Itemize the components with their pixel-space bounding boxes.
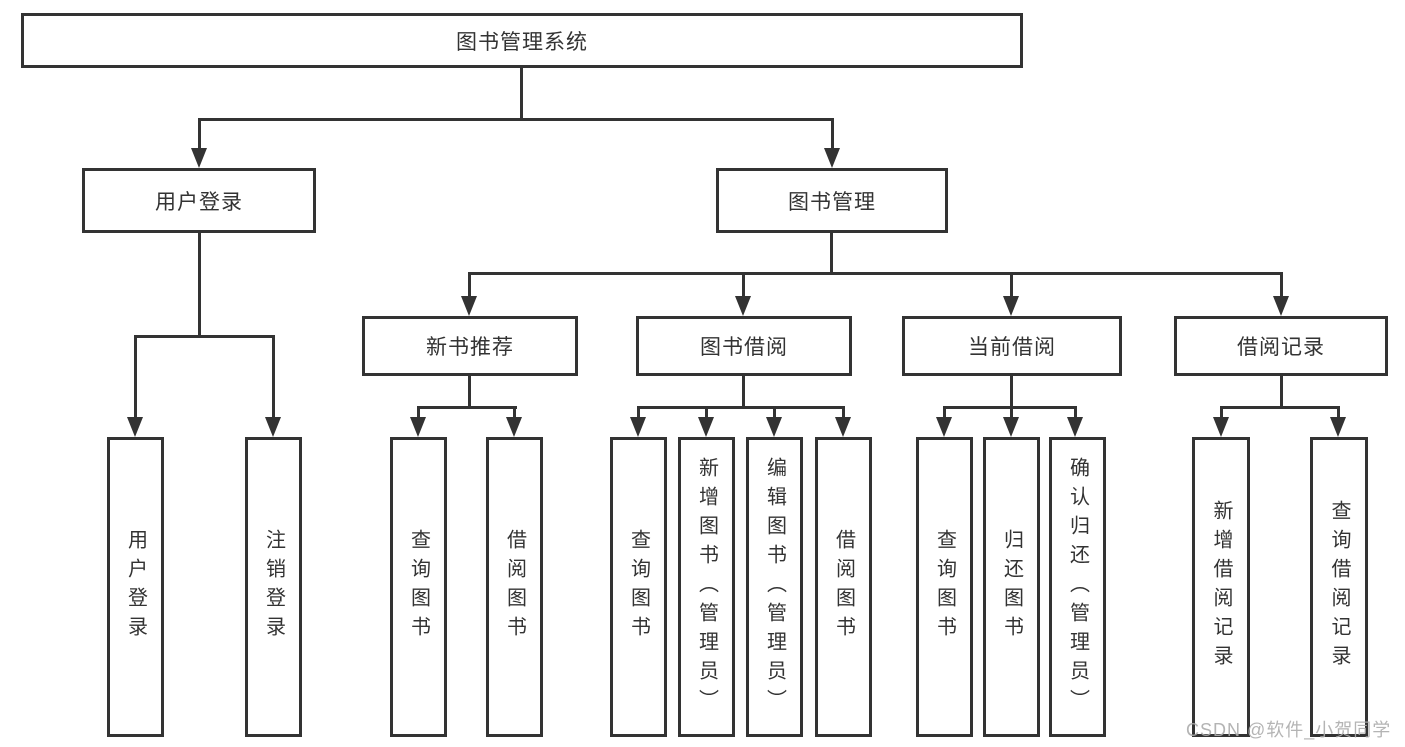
leaf-query-borrow-record: 查询借阅记录	[1310, 437, 1368, 737]
arrowhead-icon	[824, 148, 840, 168]
leaf-label: 新增图书（管理员）	[695, 456, 718, 718]
leaf-borrow-books-recommend: 借阅图书	[486, 437, 543, 737]
connector-line	[468, 272, 1283, 275]
leaf-user-login: 用户登录	[107, 437, 164, 737]
connector-line	[1074, 406, 1077, 420]
node-borrowing-records: 借阅记录	[1174, 316, 1388, 376]
connector-line	[637, 406, 845, 409]
leaf-label: 借阅图书	[503, 529, 526, 645]
node-book-management: 图书管理	[716, 168, 948, 233]
connector-line	[198, 233, 201, 335]
leaf-query-books-recommend: 查询图书	[390, 437, 447, 737]
node-label: 用户登录	[155, 190, 243, 214]
connector-line	[742, 272, 745, 298]
connector-line	[1280, 272, 1283, 298]
leaf-label: 归还图书	[1000, 529, 1023, 645]
node-current-borrowing: 当前借阅	[902, 316, 1122, 376]
connector-line	[198, 118, 834, 121]
leaf-label: 用户登录	[124, 529, 147, 645]
connector-line	[468, 376, 471, 406]
csdn-watermark: CSDN @软件_小贺同学	[1186, 720, 1392, 740]
leaf-label: 查询借阅记录	[1328, 500, 1350, 674]
connector-line	[272, 335, 275, 419]
connector-line	[831, 118, 834, 152]
connector-line	[513, 406, 516, 420]
leaf-edit-book-admin: 编辑图书（管理员）	[746, 437, 803, 737]
connector-line	[520, 68, 523, 118]
connector-line	[417, 406, 420, 420]
connector-line	[830, 233, 833, 272]
node-label: 新书推荐	[426, 336, 514, 359]
connector-line	[705, 406, 708, 420]
connector-line	[1010, 376, 1013, 406]
connector-line	[1337, 406, 1340, 420]
arrowhead-icon	[735, 296, 751, 316]
connector-line	[134, 335, 137, 419]
connector-line	[417, 406, 517, 409]
connector-line	[468, 272, 471, 298]
connector-line	[1220, 406, 1340, 409]
arrowhead-icon	[506, 417, 522, 437]
leaf-label: 注销登录	[262, 529, 285, 645]
connector-line	[742, 376, 745, 406]
node-label: 图书管理	[788, 190, 876, 214]
connector-line	[842, 406, 845, 420]
arrowhead-icon	[461, 296, 477, 316]
arrowhead-icon	[698, 417, 714, 437]
arrowhead-icon	[835, 417, 851, 437]
node-label: 当前借阅	[968, 336, 1056, 359]
connector-line	[198, 118, 201, 152]
arrowhead-icon	[630, 417, 646, 437]
connector-line	[1280, 376, 1283, 406]
connector-line	[1220, 406, 1223, 420]
arrowhead-icon	[766, 417, 782, 437]
node-user-login-branch: 用户登录	[82, 168, 316, 233]
node-label: 图书管理系统	[456, 30, 588, 54]
connector-line	[773, 406, 776, 420]
arrowhead-icon	[410, 417, 426, 437]
leaf-borrow-books-borrowing: 借阅图书	[815, 437, 872, 737]
leaf-add-borrow-record: 新增借阅记录	[1192, 437, 1250, 737]
connector-line	[637, 406, 640, 420]
arrowhead-icon	[1273, 296, 1289, 316]
arrowhead-icon	[1213, 417, 1229, 437]
leaf-label: 借阅图书	[832, 529, 855, 645]
arrowhead-icon	[1003, 417, 1019, 437]
node-book-borrowing: 图书借阅	[636, 316, 852, 376]
leaf-label: 查询图书	[933, 529, 956, 645]
leaf-add-book-admin: 新增图书（管理员）	[678, 437, 735, 737]
leaf-label: 查询图书	[407, 529, 430, 645]
connector-line	[1010, 406, 1013, 420]
arrowhead-icon	[265, 417, 281, 437]
leaf-label: 新增借阅记录	[1210, 500, 1232, 674]
leaf-query-books-current: 查询图书	[916, 437, 973, 737]
leaf-query-books-borrowing: 查询图书	[610, 437, 667, 737]
leaf-label: 编辑图书（管理员）	[763, 456, 786, 718]
leaf-return-book: 归还图书	[983, 437, 1040, 737]
arrowhead-icon	[1003, 296, 1019, 316]
leaf-confirm-return-admin: 确认归还（管理员）	[1049, 437, 1106, 737]
leaf-label: 查询图书	[627, 529, 650, 645]
arrowhead-icon	[936, 417, 952, 437]
node-new-book-recommend: 新书推荐	[362, 316, 578, 376]
connector-line	[134, 335, 275, 338]
arrowhead-icon	[1067, 417, 1083, 437]
node-library-system-root: 图书管理系统	[21, 13, 1023, 68]
node-label: 借阅记录	[1237, 336, 1325, 359]
leaf-label: 确认归还（管理员）	[1066, 456, 1089, 718]
leaf-logout: 注销登录	[245, 437, 302, 737]
arrowhead-icon	[191, 148, 207, 168]
arrowhead-icon	[127, 417, 143, 437]
node-label: 图书借阅	[700, 336, 788, 359]
connector-line	[1010, 272, 1013, 298]
connector-line	[943, 406, 946, 420]
arrowhead-icon	[1330, 417, 1346, 437]
